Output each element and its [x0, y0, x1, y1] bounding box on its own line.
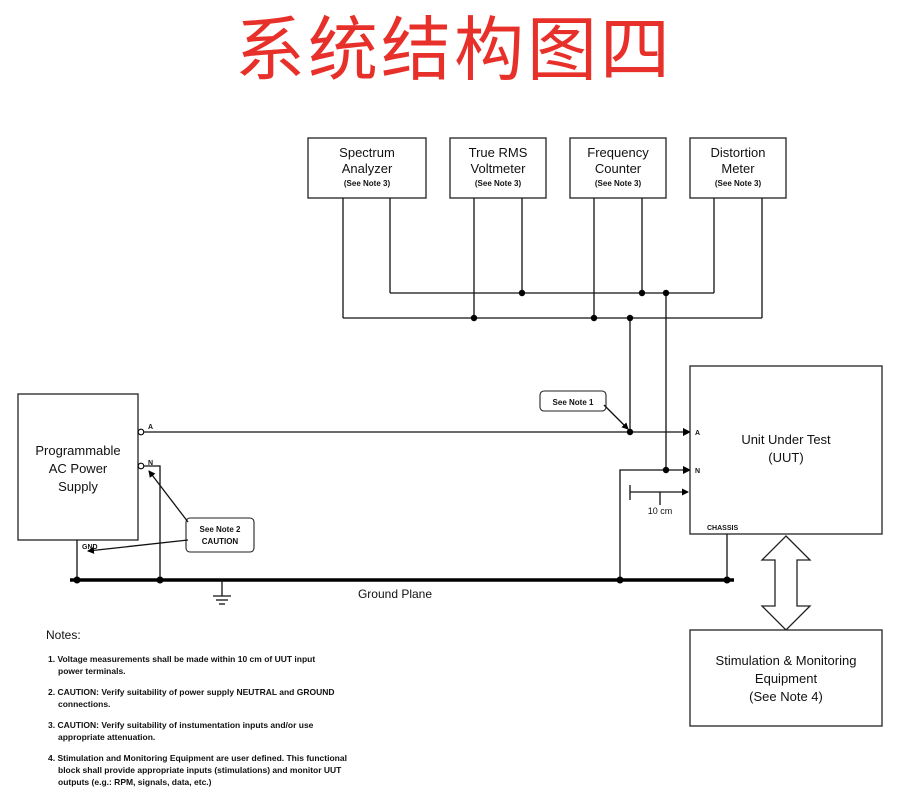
callout-label: See Note 2 [200, 525, 241, 534]
note-line: 1. Voltage measurements shall be made wi… [48, 654, 315, 664]
stim-label: Equipment [755, 671, 818, 686]
instrument-label: Spectrum [339, 145, 395, 160]
uut-pin-a-label: A [695, 430, 700, 437]
stimulation-monitoring-box: Stimulation & Monitoring Equipment (See … [689, 629, 883, 727]
ground-plane-label: Ground Plane [358, 587, 432, 601]
note-line: power terminals. [58, 666, 126, 676]
see-note-1-callout: See Note 1 [539, 390, 629, 430]
instrument-note: (See Note 3) [715, 179, 762, 188]
distortion-meter-box: Distortion Meter (See Note 3) [689, 137, 787, 199]
note-line: outputs (e.g.: RPM, signals, data, etc.) [58, 777, 212, 787]
ground-plane: Ground Plane [70, 576, 734, 601]
instrument-label: Counter [595, 161, 642, 176]
uut-pin-n-label: N [695, 468, 700, 475]
spectrum-analyzer-box: Spectrum Analyzer (See Note 3) [307, 137, 427, 199]
note-line: 4. Stimulation and Monitoring Equipment … [48, 753, 347, 763]
callout-label: See Note 1 [553, 398, 594, 407]
callout-label: CAUTION [202, 537, 239, 546]
instrument-label: True RMS [469, 145, 528, 160]
true-rms-voltmeter-box: True RMS Voltmeter (See Note 3) [449, 137, 547, 199]
stim-label: (See Note 4) [749, 689, 823, 704]
terminal-n-label: N [148, 460, 153, 467]
note-line: block shall provide appropriate inputs (… [58, 765, 342, 775]
instrument-label: Frequency [587, 145, 649, 160]
instrument-label: Analyzer [342, 161, 393, 176]
power-supply-label: AC Power [49, 461, 108, 476]
instrument-label: Meter [721, 161, 755, 176]
power-supply-box: Programmable AC Power Supply A N GND [17, 393, 153, 551]
notes-section: Notes: 1. Voltage measurements shall be … [46, 628, 347, 787]
instrument-label: Voltmeter [471, 161, 527, 176]
instrument-note: (See Note 3) [344, 179, 391, 188]
instrument-label: Distortion [711, 145, 766, 160]
ground-symbol-icon [213, 580, 231, 605]
power-supply-label: Programmable [35, 443, 120, 458]
notes-heading: Notes: [46, 628, 81, 642]
chassis-label: CHASSIS [707, 525, 738, 532]
bidirectional-arrow-icon [760, 535, 812, 631]
uut-box: Unit Under Test (UUT) A N CHASSIS [689, 365, 883, 535]
uut-label: (UUT) [768, 450, 803, 465]
measurement-label: 10 cm [648, 506, 673, 516]
uut-label: Unit Under Test [741, 432, 831, 447]
terminal-n [137, 462, 145, 470]
instrument-note: (See Note 3) [475, 179, 522, 188]
page-title: 系统结构图四 [235, 9, 673, 91]
instrument-wiring [342, 198, 763, 470]
note-line: appropriate attenuation. [58, 732, 155, 742]
note-line: 2. CAUTION: Verify suitability of power … [48, 687, 335, 697]
see-note-2-callout: See Note 2 CAUTION [87, 470, 255, 554]
terminal-a [137, 428, 145, 436]
note-line: connections. [58, 699, 110, 709]
power-wiring [76, 428, 728, 580]
measurement-indicator: 10 cm [629, 485, 689, 516]
terminal-a-label: A [148, 424, 153, 431]
instrument-note: (See Note 3) [595, 179, 642, 188]
frequency-counter-box: Frequency Counter (See Note 3) [569, 137, 667, 199]
power-supply-label: Supply [58, 479, 98, 494]
stim-label: Stimulation & Monitoring [716, 653, 857, 668]
note-line: 3. CAUTION: Verify suitability of instum… [48, 720, 314, 730]
